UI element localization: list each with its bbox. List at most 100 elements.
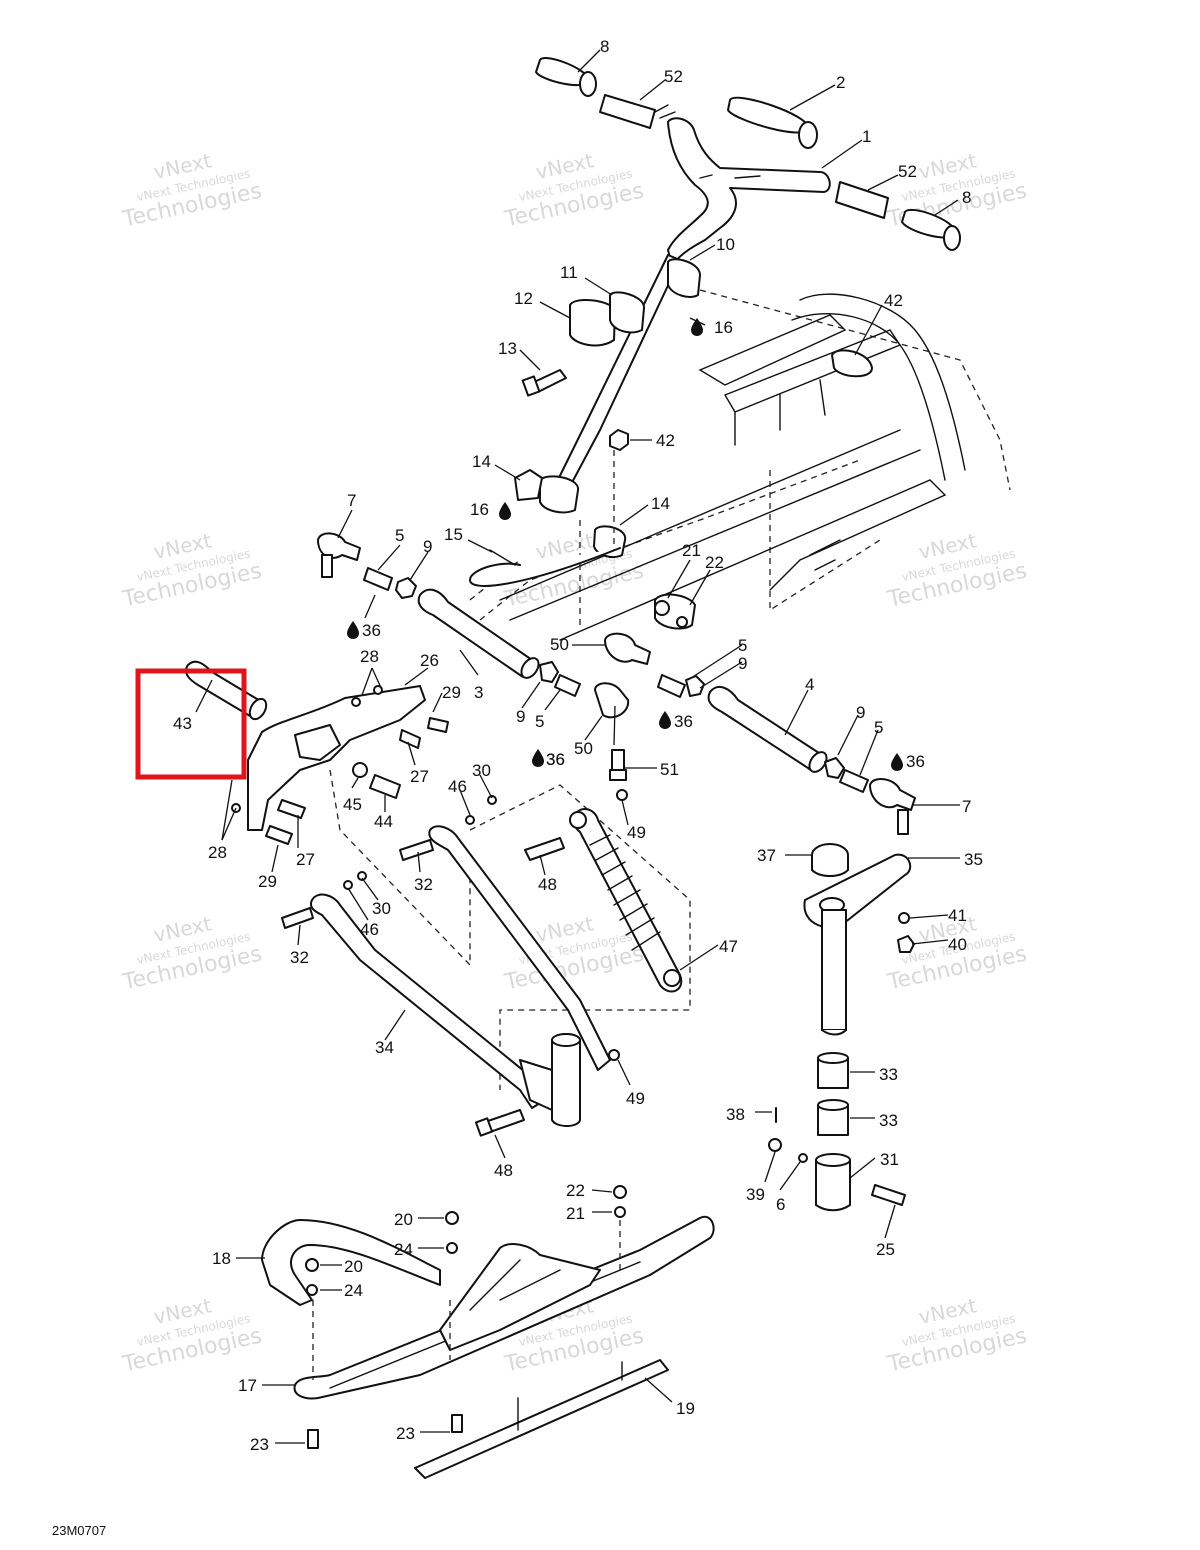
spindle-housing — [551, 1033, 581, 1127]
nut-9b — [539, 661, 559, 683]
callout-9: 9 — [423, 537, 432, 556]
heater-element-left — [599, 94, 656, 129]
callout-33: 33 — [879, 1065, 898, 1084]
callout-28: 28 — [208, 843, 227, 862]
callout-19: 19 — [676, 1399, 695, 1418]
watermark: vNext vNext Technologies Technologies — [120, 911, 264, 995]
callout-37: 37 — [757, 846, 776, 865]
drop-icon — [891, 753, 903, 771]
callout-46: 46 — [448, 777, 467, 796]
lubricant-markers — [347, 318, 903, 771]
bolt-32b — [281, 907, 314, 929]
callout-36: 36 — [362, 621, 381, 640]
callout-31: 31 — [880, 1150, 899, 1169]
callout-14: 14 — [651, 494, 670, 513]
heater-element-right — [835, 181, 889, 219]
callout-5: 5 — [874, 718, 883, 737]
watermark: vNext vNext Technologies Technologies — [885, 148, 1029, 232]
runner-19 — [414, 1359, 669, 1479]
callout-1: 1 — [862, 127, 871, 146]
callout-5: 5 — [738, 636, 747, 655]
column-clamp-block — [569, 298, 616, 347]
washer-45 — [352, 762, 368, 778]
callout-36: 36 — [674, 712, 693, 731]
callout-20: 20 — [344, 1257, 363, 1276]
nut-42-upper — [609, 429, 629, 451]
callout-10: 10 — [716, 235, 735, 254]
drop-icon — [691, 318, 703, 336]
bolt-27 — [399, 729, 421, 749]
callout-23: 23 — [250, 1435, 269, 1454]
adjuster-left — [363, 567, 393, 591]
nut-9-left — [395, 577, 417, 599]
tie-rod-end-50 — [594, 682, 630, 719]
adjuster-5c — [657, 674, 686, 698]
callout-16: 16 — [470, 500, 489, 519]
callout-4: 4 — [805, 675, 814, 694]
callout-12: 12 — [514, 289, 533, 308]
callout-7: 7 — [962, 797, 971, 816]
figure-code: 23M0707 — [52, 1523, 106, 1538]
column-clamp-upper — [667, 258, 701, 298]
callout-44: 44 — [374, 812, 393, 831]
callout-40: 40 — [948, 935, 967, 954]
callout-labels: 8 52 2 1 52 8 10 11 12 16 42 13 42 14 16… — [208, 37, 983, 1454]
callout-42: 42 — [656, 431, 675, 450]
callout-30: 30 — [472, 761, 491, 780]
callout-36: 36 — [546, 750, 565, 769]
callout-45: 45 — [343, 795, 362, 814]
callout-22: 22 — [566, 1181, 585, 1200]
callout-32: 32 — [414, 875, 433, 894]
bolt-29b — [265, 825, 293, 845]
callout-8: 8 — [600, 37, 609, 56]
watermark: vNext vNext Technologies Technologies — [502, 148, 646, 232]
spindle-31 — [815, 1159, 851, 1212]
callout-52: 52 — [898, 162, 917, 181]
callout-48: 48 — [494, 1161, 513, 1180]
bolt-25 — [871, 1184, 906, 1206]
callout-23: 23 — [396, 1424, 415, 1443]
bolt-44 — [369, 774, 401, 799]
callout-34: 34 — [375, 1038, 394, 1057]
callout-6: 6 — [776, 1195, 785, 1214]
callout-48: 48 — [538, 875, 557, 894]
callout-52: 52 — [664, 67, 683, 86]
callout-7: 7 — [347, 491, 356, 510]
highlight-box-43 — [135, 668, 247, 780]
tie-rod-end-50-upper — [604, 632, 651, 665]
callout-46: 46 — [360, 920, 379, 939]
u-bolt-15 — [469, 547, 621, 587]
callout-9: 9 — [738, 654, 747, 673]
callout-21: 21 — [682, 541, 701, 560]
callout-27: 27 — [296, 850, 315, 869]
ski-handle-18 — [261, 1219, 441, 1306]
callout-24: 24 — [344, 1281, 363, 1300]
callout-43-highlighted: 43 — [173, 714, 192, 733]
callout-26: 26 — [420, 651, 439, 670]
watermark: vNext vNext Technologies Technologies — [885, 1293, 1029, 1377]
callout-42: 42 — [884, 291, 903, 310]
callout-50: 50 — [550, 635, 569, 654]
handlebar — [667, 117, 831, 266]
callout-5: 5 — [395, 526, 404, 545]
mounting-bracket-26 — [231, 685, 449, 845]
callout-39: 39 — [746, 1185, 765, 1204]
upper-a-arm — [428, 825, 611, 1071]
callout-16: 16 — [714, 318, 733, 337]
adjuster-5b — [554, 674, 581, 697]
callout-28: 28 — [360, 647, 379, 666]
callout-2: 2 — [836, 73, 845, 92]
callout-29: 29 — [442, 683, 461, 702]
callout-20: 20 — [394, 1210, 413, 1229]
bushing-14 — [539, 475, 579, 514]
callout-14: 14 — [472, 452, 491, 471]
nut-9d — [824, 757, 845, 779]
callout-29: 29 — [258, 872, 277, 891]
watermark: vNext vNext Technologies Technologies — [120, 1293, 264, 1377]
callout-36: 36 — [546, 750, 565, 769]
callout-47: 47 — [719, 937, 738, 956]
bolt-23b — [451, 1414, 463, 1433]
spindle-shaft — [821, 909, 847, 1031]
